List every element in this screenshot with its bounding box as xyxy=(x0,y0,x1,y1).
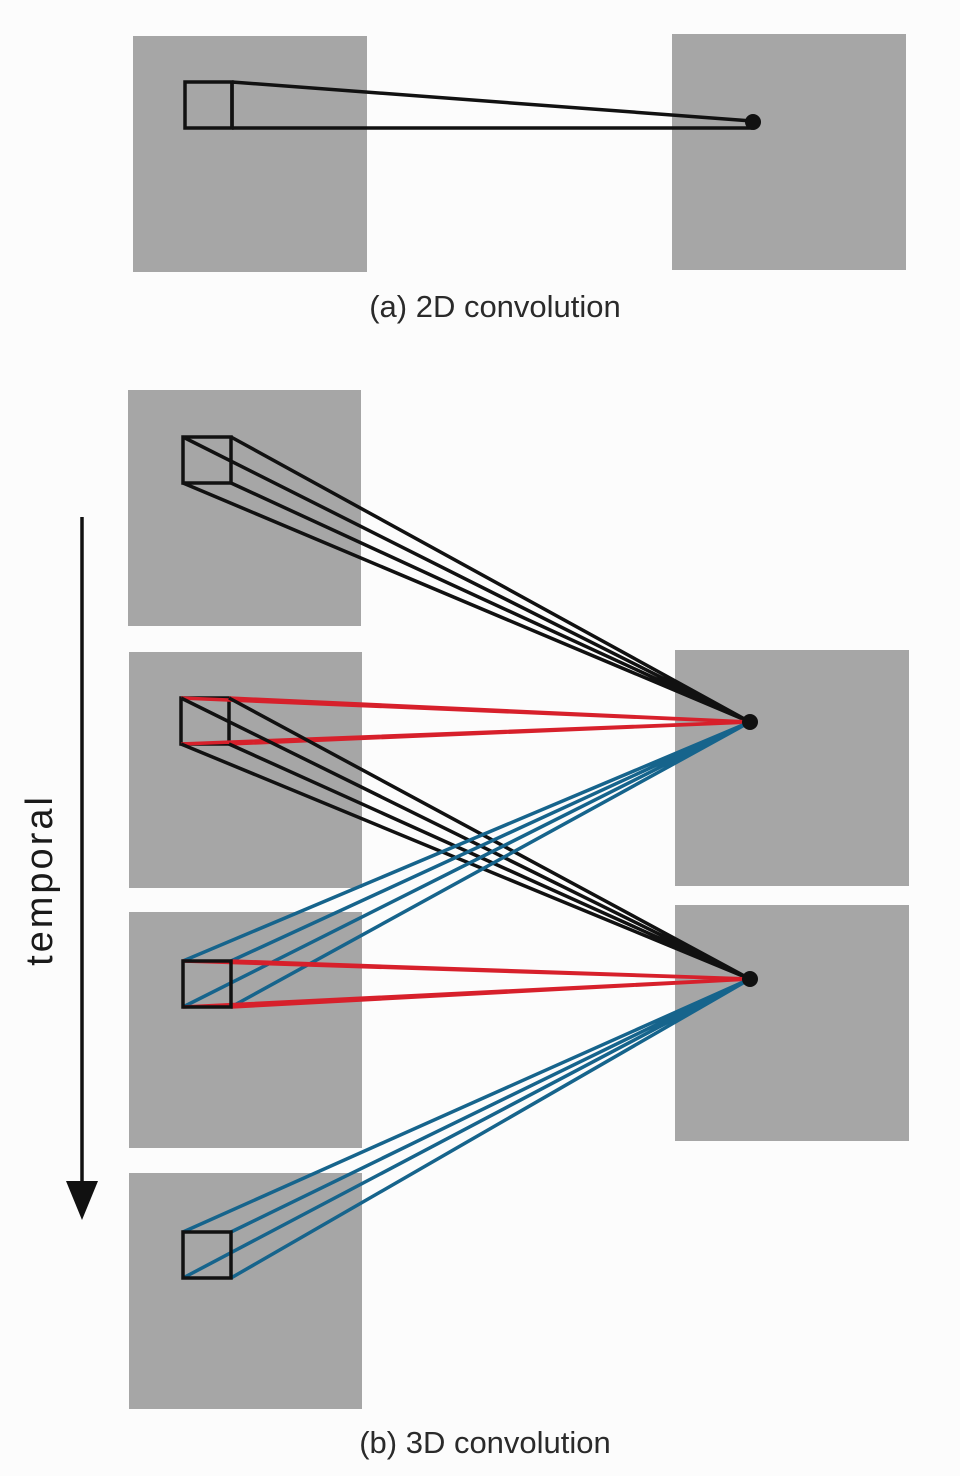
output-frame-1 xyxy=(675,650,909,886)
output-neuron-2 xyxy=(742,971,758,987)
temporal-axis-label: temporal xyxy=(19,794,61,966)
kernel-box-frame-4 xyxy=(181,1230,233,1280)
kernel-box-frame-3 xyxy=(181,959,233,1009)
projection-frame-3-to-neuron-2 xyxy=(182,959,751,1009)
output-neuron-1 xyxy=(742,714,758,730)
projection-frame-4-to-neuron-2 xyxy=(182,977,751,1280)
output-frame-2 xyxy=(675,905,909,1141)
caption-3d: (b) 3D convolution xyxy=(359,1425,611,1460)
projection-frame-1-to-neuron-1 xyxy=(182,435,751,724)
input-frame-2d xyxy=(133,36,367,272)
panel-3d-convolution: temporal (b) 3D convolution xyxy=(19,390,909,1460)
input-frame-4 xyxy=(129,1173,362,1409)
projection-lines-2d xyxy=(230,80,753,130)
panel-2d-convolution: (a) 2D convolution xyxy=(133,34,906,324)
caption-2d: (a) 2D convolution xyxy=(369,289,621,324)
output-neuron-2d xyxy=(745,114,761,130)
temporal-arrow-head xyxy=(66,1181,98,1220)
projection-frame-2-to-neuron-1 xyxy=(180,696,751,746)
projection-frame-2-to-neuron-2 xyxy=(180,696,751,981)
projection-frame-3-to-neuron-1 xyxy=(182,720,751,1009)
input-frame-3 xyxy=(129,912,362,1148)
output-frame-2d xyxy=(672,34,906,270)
